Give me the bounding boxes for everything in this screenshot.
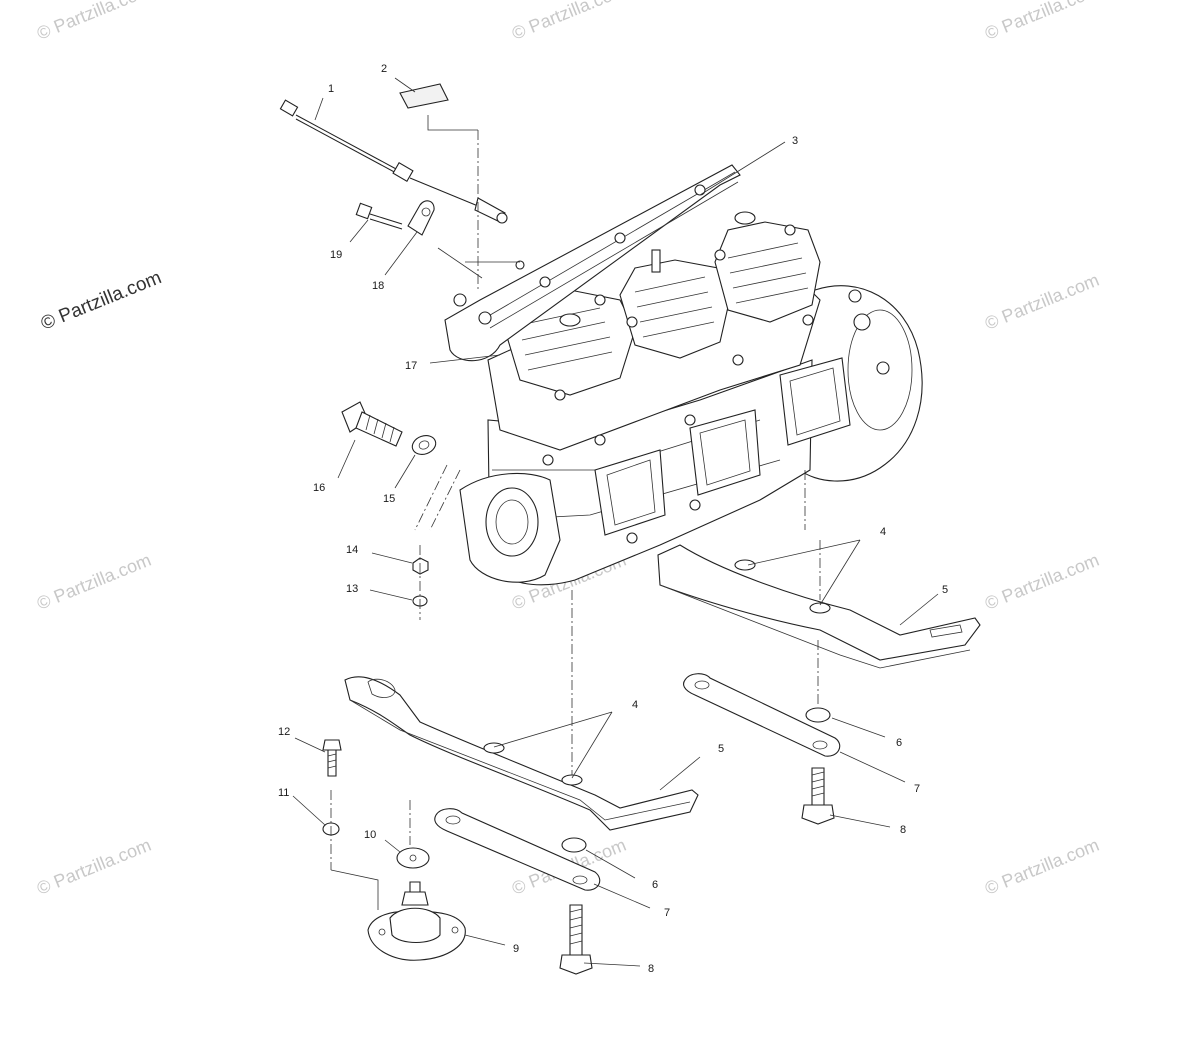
callout-7-left: 7 [664, 907, 670, 919]
cylinder-head-3 [714, 211, 821, 323]
callout-6-left: 6 [652, 879, 658, 891]
watermark: © Partzilla.com [982, 270, 1102, 334]
part-14-nut[interactable] [412, 557, 429, 575]
callout-15: 15 [383, 493, 395, 505]
callout-6-right: 6 [896, 737, 902, 749]
watermark: © Partzilla.com [982, 550, 1102, 614]
callout-7-right: 7 [914, 783, 920, 795]
callout-numbers: 1 2 3 4 5 4 5 6 7 8 6 7 8 9 10 11 12 13 … [278, 63, 948, 975]
part-16-bolt[interactable] [341, 401, 403, 447]
part-7-rubber-strip-left[interactable] [434, 808, 601, 891]
callout-14: 14 [346, 544, 358, 556]
pto-coupler [459, 472, 561, 583]
part-8-bolt-right[interactable] [801, 767, 835, 825]
callout-1: 1 [328, 83, 334, 95]
watermark: © Partzilla.com [34, 835, 154, 899]
callout-19: 19 [330, 249, 342, 261]
callout-8-left: 8 [648, 963, 654, 975]
callout-8-right: 8 [900, 824, 906, 836]
part-5-mounting-bracket-upper[interactable] [657, 544, 981, 669]
part-6-washer-left[interactable] [561, 837, 587, 853]
part-19-screw[interactable] [355, 202, 403, 230]
callout-9: 9 [513, 943, 519, 955]
callout-11: 11 [278, 787, 289, 799]
leader-lines [292, 77, 939, 967]
callout-4-lower: 4 [632, 699, 638, 711]
part-9-engine-mount[interactable] [367, 881, 466, 961]
exhaust-manifold [444, 164, 741, 362]
part-8-bolt-left[interactable] [559, 904, 593, 975]
watermark: © Partzilla.com [982, 0, 1102, 44]
watermark-primary: © Partzilla.com [38, 267, 165, 334]
part-18-clamp[interactable] [407, 200, 435, 236]
part-7-rubber-strip-right[interactable] [683, 673, 841, 757]
part-2-decal[interactable] [399, 83, 449, 109]
callout-3: 3 [792, 135, 798, 147]
callout-17: 17 [405, 360, 417, 372]
engine-assembly[interactable] [444, 164, 923, 586]
intake-ports [594, 357, 851, 536]
callout-13: 13 [346, 583, 358, 595]
cylinder-head-2 [619, 249, 731, 359]
watermark: © Partzilla.com [34, 550, 154, 614]
part-5-mounting-bracket-lower[interactable] [344, 676, 699, 831]
watermark: © Partzilla.com [34, 0, 154, 44]
watermark: © Partzilla.com [509, 0, 629, 44]
callout-4-upper: 4 [880, 526, 886, 538]
callout-5-upper: 5 [942, 584, 948, 596]
watermark: © Partzilla.com [982, 835, 1102, 899]
callout-5-lower: 5 [718, 743, 724, 755]
callout-16: 16 [313, 482, 325, 494]
head-bolts [519, 224, 814, 544]
part-15-washer[interactable] [410, 432, 439, 457]
part-10-plate[interactable] [396, 847, 430, 869]
part-12-bolt[interactable] [322, 739, 342, 777]
callout-12: 12 [278, 726, 290, 738]
part-1-temperature-sensor-cable[interactable] [279, 99, 508, 224]
part-6-washer-right[interactable] [805, 707, 831, 723]
callout-10: 10 [364, 829, 376, 841]
callout-2: 2 [381, 63, 387, 75]
callout-18: 18 [372, 280, 384, 292]
